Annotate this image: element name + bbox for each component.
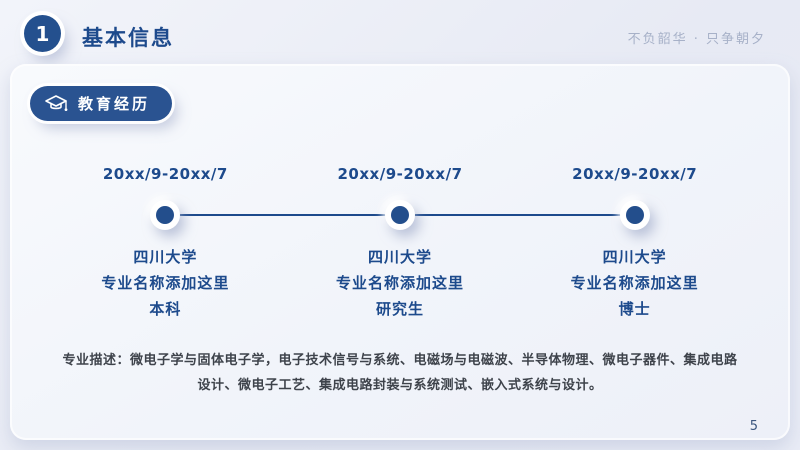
degree-name: 本科: [149, 300, 182, 318]
timeline-info: 四川大学 专业名称添加这里 本科: [48, 244, 283, 322]
school-name: 四川大学: [602, 248, 667, 266]
school-name: 四川大学: [368, 248, 433, 266]
content-panel: 教育经历 20xx/9-20xx/7 四川大学 专业名称添加这里 本科 20xx…: [10, 64, 790, 440]
timeline-dot-inner: [391, 206, 409, 224]
page-title: 基本信息: [82, 26, 174, 50]
header-motto: 不负韶华 · 只争朝夕: [627, 32, 766, 47]
timeline-dot: [385, 200, 415, 230]
degree-name: 研究生: [376, 300, 425, 318]
timeline-dot-inner: [156, 206, 175, 224]
major-name: 专业名称添加这里: [570, 274, 699, 292]
timeline-info: 四川大学 专业名称添加这里 博士: [517, 244, 752, 322]
page-number: 5: [749, 419, 758, 434]
education-section-badge: 教育经历: [30, 86, 173, 121]
timeline-item: 20xx/9-20xx/7 四川大学 专业名称添加这里 研究生: [283, 164, 518, 322]
section-number: 1: [35, 21, 50, 46]
education-badge-label: 教育经历: [78, 95, 151, 113]
degree-name: 博士: [618, 300, 651, 318]
graduation-cap-icon: [44, 94, 68, 114]
major-name: 专业名称添加这里: [101, 274, 230, 292]
timeline-date: 20xx/9-20xx/7: [572, 165, 698, 183]
timeline-date: 20xx/9-20xx/7: [337, 165, 463, 183]
major-name: 专业名称添加这里: [336, 274, 465, 292]
timeline-dot: [150, 200, 181, 230]
timeline-dot: [619, 200, 650, 230]
timeline-item: 20xx/9-20xx/7 四川大学 专业名称添加这里 本科: [48, 164, 283, 322]
timeline-info: 四川大学 专业名称添加这里 研究生: [283, 244, 518, 322]
timeline-item: 20xx/9-20xx/7 四川大学 专业名称添加这里 博士: [517, 164, 752, 322]
major-description: 专业描述：微电子学与固体电子学，电子技术信号与系统、电磁场与电磁波、半导体物理、…: [62, 353, 738, 393]
school-name: 四川大学: [133, 248, 198, 266]
education-timeline: 20xx/9-20xx/7 四川大学 专业名称添加这里 本科 20xx/9-20…: [48, 164, 752, 322]
section-number-badge: 1: [24, 15, 61, 52]
timeline-dot-inner: [625, 206, 644, 224]
timeline-date: 20xx/9-20xx/7: [102, 165, 228, 183]
